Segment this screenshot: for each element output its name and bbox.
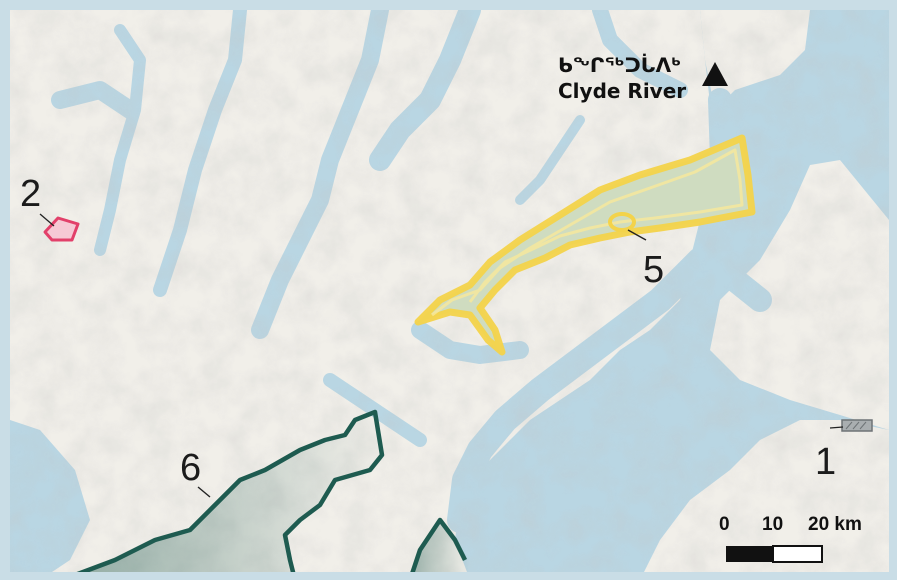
area-6-boundary	[74, 409, 470, 580]
town-name-syllabics: ᑲᖏᖅᑐᒑᐱᒃ	[558, 52, 681, 77]
triangle-icon	[702, 62, 728, 86]
area-5-zone	[414, 134, 756, 356]
scale-label-10: 10	[762, 514, 783, 535]
leader-5	[627, 229, 647, 241]
area-label-1: 1	[815, 441, 836, 483]
scale-bar-white	[772, 545, 823, 563]
scale-label-0: 0	[719, 514, 730, 535]
scale-bar: 0 10 20 km	[719, 514, 862, 563]
area-1-marker	[829, 419, 873, 432]
area-2-marker	[39, 213, 80, 242]
scale-label-20: 20 km	[808, 514, 862, 535]
area-label-2: 2	[20, 173, 41, 215]
area-label-6: 6	[180, 447, 201, 489]
town-clyde-river: ᑲᖏᖅᑐᒑᐱᒃ Clyde River	[558, 52, 728, 103]
scale-bar-black	[726, 546, 773, 562]
town-name: Clyde River	[558, 79, 686, 103]
leader-6	[197, 486, 211, 498]
area-label-5: 5	[643, 249, 664, 291]
